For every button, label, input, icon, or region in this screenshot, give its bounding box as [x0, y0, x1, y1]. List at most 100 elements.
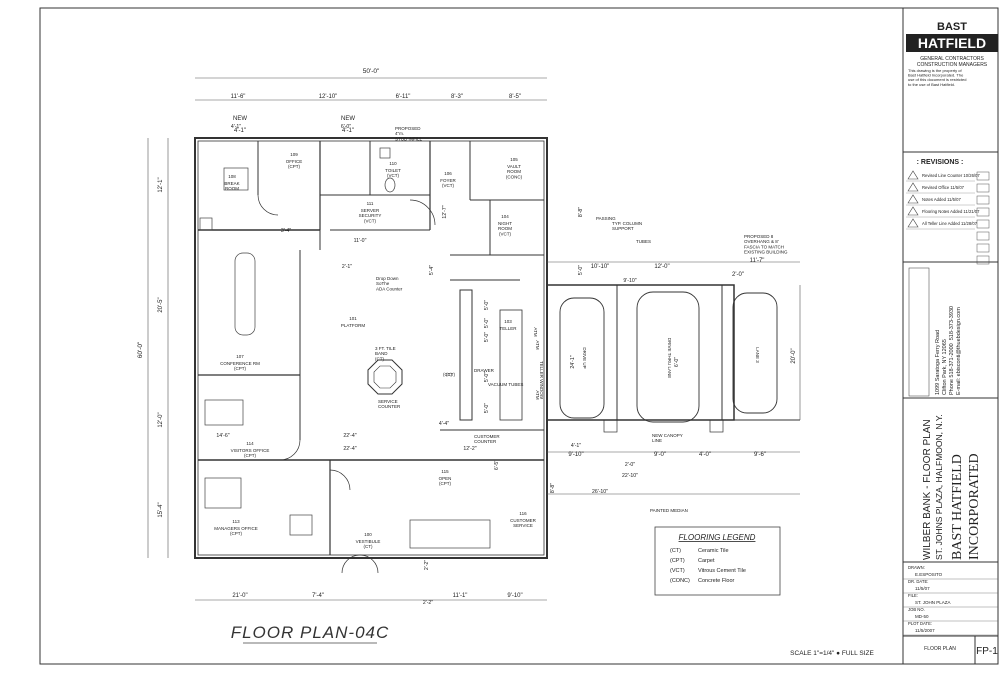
- revision-triangle-icon: [907, 218, 919, 228]
- dim-misc: 5'-0": [484, 300, 490, 310]
- visitors-desk: [204, 399, 244, 426]
- sheet-number: FP-1: [976, 646, 998, 657]
- room-managers: MANAGERS OFFICE(CPT): [214, 526, 258, 536]
- legend-desc: Ceramic Tile: [698, 548, 729, 554]
- plan-note: TUBES: [636, 239, 651, 244]
- dim-misc: 9'-10": [623, 278, 636, 284]
- dim-top: 6'-11": [396, 94, 411, 100]
- architect-stamp: [908, 267, 930, 397]
- dim-misc: 6'-0": [341, 124, 351, 130]
- sink: [199, 217, 213, 231]
- dim-left: 12'-1": [158, 177, 164, 192]
- field-value: MD-50: [915, 614, 929, 619]
- legend-title: FLOORING LEGEND: [679, 533, 756, 542]
- dim-misc: 4'-4": [439, 421, 449, 427]
- sheet-title: FLOOR PLAN-04C: [231, 623, 390, 642]
- dim-misc: 22'-4": [343, 446, 356, 452]
- dim-misc: 22'-10": [622, 473, 638, 479]
- dim-left: 12'-0": [158, 412, 164, 427]
- architect-block: 1099 Saratoga Ferry Road Clifton Park, N…: [935, 306, 962, 395]
- car-1: [559, 297, 605, 419]
- dim-misc: 12'-7": [442, 205, 448, 218]
- revision-item: Revised Line Counter 10/26/07: [922, 173, 980, 178]
- field-value: E.ESPOSITO: [915, 572, 943, 577]
- new-label-left: NEW: [233, 116, 247, 122]
- room-teller: TELLER: [499, 326, 517, 331]
- legend-code: (VCT): [670, 568, 685, 574]
- field-label: FILE:: [908, 593, 918, 598]
- field-label: PLOT DATE:: [908, 621, 932, 626]
- room-open: OPEN(CPT): [439, 476, 452, 486]
- revision-triangle-icon: [907, 206, 919, 216]
- legend-code: (CT): [670, 548, 681, 554]
- dim-misc: 8'-8": [550, 483, 556, 493]
- revision-triangle-icon: [907, 182, 919, 192]
- revision-item: Revised Office 11/5/07: [922, 185, 965, 190]
- dim-canopy: 11'-7": [750, 258, 765, 264]
- plan-note: DRAWER: [474, 368, 495, 373]
- car-outlines: [559, 291, 778, 423]
- dim-overall-width: 50'-0": [363, 68, 380, 75]
- dim-misc: 14'-6": [216, 433, 229, 439]
- dim-misc: 5'-0": [484, 372, 490, 382]
- field-value: 11/5/07: [915, 586, 930, 591]
- dim-misc: 2'-0": [625, 462, 635, 468]
- dim-canopy-bottom: 9'-0": [654, 452, 666, 458]
- dim-canopy-bottom: 4'-0": [699, 452, 711, 458]
- dim-misc: 22'-4": [343, 433, 356, 439]
- legend-desc: Concrete Floor: [698, 578, 735, 584]
- canopy-outline: [546, 284, 735, 421]
- dim-misc: 8'-8": [578, 207, 584, 217]
- dim-misc: 2'-2": [424, 560, 430, 570]
- dim-canopy: 12'-0": [654, 264, 669, 270]
- room-platform: PLATFORM: [341, 323, 365, 328]
- room-number: 109: [290, 152, 298, 157]
- plan-note: ATM: [535, 340, 540, 349]
- drive-thru-canopy: [546, 284, 800, 433]
- dim-misc: 2'-2": [423, 600, 433, 606]
- furniture: [199, 147, 491, 549]
- drive-lane-label: DRIVE UP: [582, 347, 587, 368]
- room-office_top: OFFICE(CPT): [286, 159, 303, 169]
- dim-overall-depth: 60'-0": [137, 341, 144, 358]
- dim-canopy: 10'-10": [591, 264, 610, 270]
- floor-plan-label: FLOOR PLAN: [924, 646, 956, 652]
- field-label: JOB NO.: [908, 607, 925, 612]
- dim-canopy: 2'-0": [732, 272, 744, 278]
- dim-misc: 4'-1": [231, 124, 241, 130]
- room-toilet: TOILET(VCT): [385, 168, 401, 178]
- revision-triangle-icon: [907, 194, 919, 204]
- dim-misc: 5'-0": [484, 332, 490, 342]
- dim-misc: 5'-0": [578, 265, 584, 275]
- dim-bottom: 9'-10": [507, 593, 522, 599]
- company-logo-main: HATFIELD: [918, 35, 986, 51]
- room-number: 100: [364, 532, 372, 537]
- room-visitors: VISITORS OFFICE(CPT): [231, 448, 270, 458]
- revisions-heading: : REVISIONS :: [917, 159, 964, 166]
- new-dim-left: 4'-1": [234, 128, 246, 134]
- plan-note: TELLER WINDOW: [539, 361, 544, 400]
- dim-canopy-bottom: 9'-10": [568, 452, 583, 458]
- legend-code: (CONC): [670, 578, 690, 584]
- dimension-labels: 50'-0"11'-6"12'-10"6'-11"8'-3"8'-5"60'-0…: [137, 68, 797, 606]
- plan-note: VACUUM TUBES: [488, 382, 523, 387]
- plan-note: ATM: [535, 390, 540, 399]
- new-label-right: NEW: [341, 116, 355, 122]
- car-3: [732, 292, 778, 414]
- dim-canopy-depth: 20'-0": [791, 348, 797, 363]
- managers-table: [289, 514, 313, 536]
- dim-top: 11'-6": [231, 94, 246, 100]
- field-value: 11/5/2007: [915, 628, 935, 633]
- field-label: DR. DATE:: [908, 579, 928, 584]
